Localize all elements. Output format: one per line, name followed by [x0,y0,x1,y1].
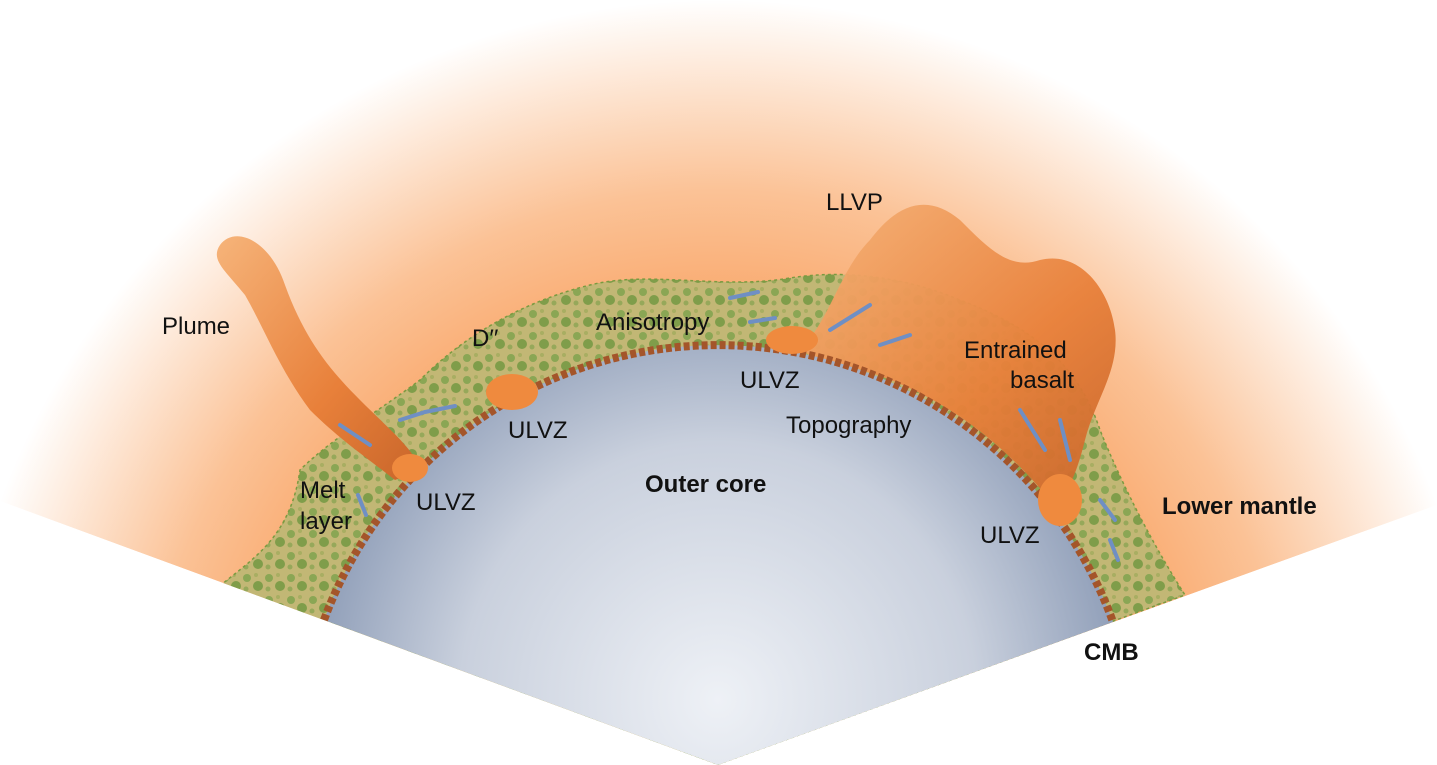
label-topography: Topography [786,412,911,439]
label-ulvz-left-lower: ULVZ [416,489,476,516]
label-plume: Plume [162,313,230,340]
label-entrained: Entrained [964,337,1067,364]
label-outer-core: Outer core [645,471,766,498]
ulvz-blob [392,454,428,482]
label-ulvz-right: ULVZ [980,522,1040,549]
ulvz-blob [486,374,538,410]
llvp-blob [800,204,1116,501]
label-llvp: LLVP [826,189,883,216]
anisotropy-marks [338,290,1120,562]
ulvz-blob [766,326,818,354]
label-ulvz-top: ULVZ [740,367,800,394]
label-ulvz-left-upper: ULVZ [508,417,568,444]
ulvz-blob [1038,474,1082,526]
label-d-double-prime: D′′ [472,325,499,352]
core [324,345,1113,765]
core-mantle-boundary [320,341,1117,624]
plume [216,236,420,480]
label-anisotropy: Anisotropy [596,309,709,336]
label-layer: layer [300,508,352,535]
label-basalt: basalt [1010,367,1074,394]
label-melt: Melt [300,477,346,504]
label-cmb: CMB [1084,639,1139,666]
label-lower-mantle: Lower mantle [1162,493,1317,520]
